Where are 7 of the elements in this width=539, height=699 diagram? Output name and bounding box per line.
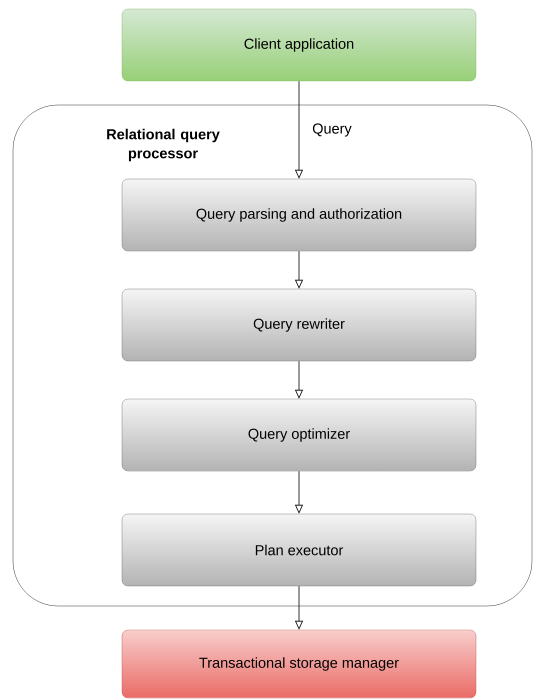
edge-label: Query (311, 122, 353, 138)
process-box: Transactional storage manager (122, 630, 476, 698)
process-box: Query parsing and authorization (122, 178, 476, 252)
process-box: Plan executor (122, 514, 476, 586)
process-box: Query rewriter (122, 288, 476, 362)
process-box: Query optimizer (122, 398, 476, 472)
process-box: Client application (122, 8, 476, 82)
